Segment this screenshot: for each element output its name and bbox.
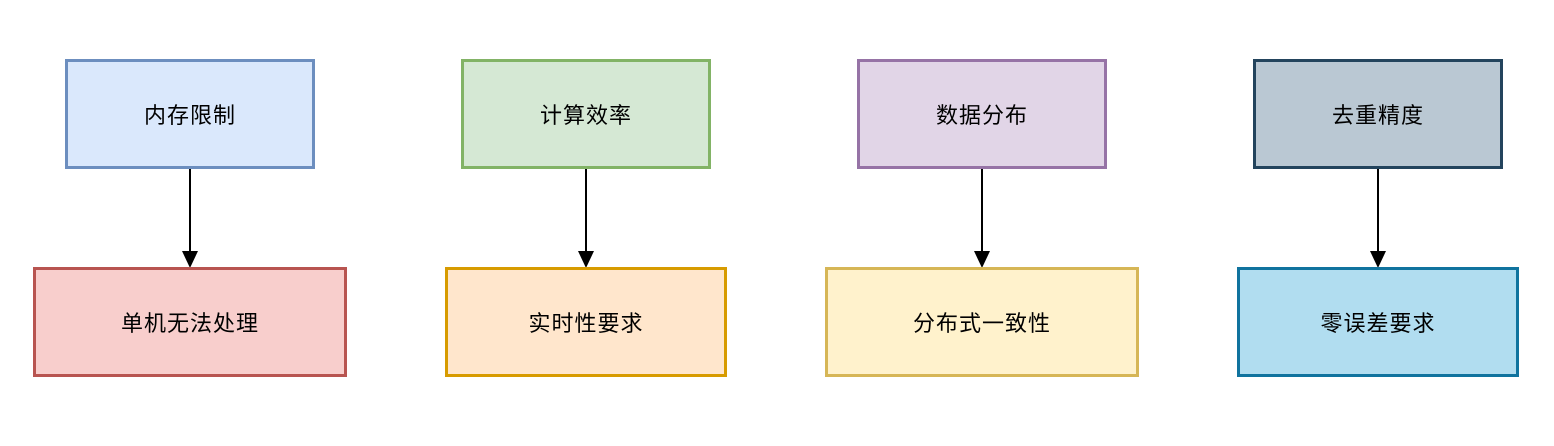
node-label: 去重精度 [1331, 104, 1424, 129]
node-data-distribution: 数据分布 [857, 59, 1107, 169]
edge-arrow [1370, 169, 1386, 268]
arrowhead [182, 251, 198, 268]
node-label: 单机无法处理 [120, 312, 259, 337]
arrowhead [578, 251, 594, 268]
node-compute-efficiency: 计算效率 [461, 59, 711, 169]
edge-arrow [182, 169, 198, 268]
node-label: 计算效率 [539, 104, 632, 129]
node-zero-error-requirement: 零误差要求 [1237, 267, 1519, 377]
node-dedup-precision: 去重精度 [1253, 59, 1503, 169]
node-label: 数据分布 [935, 104, 1028, 129]
node-memory-limit: 内存限制 [65, 59, 315, 169]
arrowhead [974, 251, 990, 268]
arrowhead [1370, 251, 1386, 268]
node-label: 分布式一致性 [912, 312, 1051, 337]
node-distributed-consistency: 分布式一致性 [825, 267, 1139, 377]
node-single-machine-cannot-handle: 单机无法处理 [33, 267, 347, 377]
node-label: 内存限制 [143, 104, 236, 129]
node-label: 零误差要求 [1320, 312, 1436, 337]
edge-arrow [578, 169, 594, 268]
edge-arrow [974, 169, 990, 268]
node-realtime-requirement: 实时性要求 [445, 267, 727, 377]
node-label: 实时性要求 [528, 312, 644, 337]
